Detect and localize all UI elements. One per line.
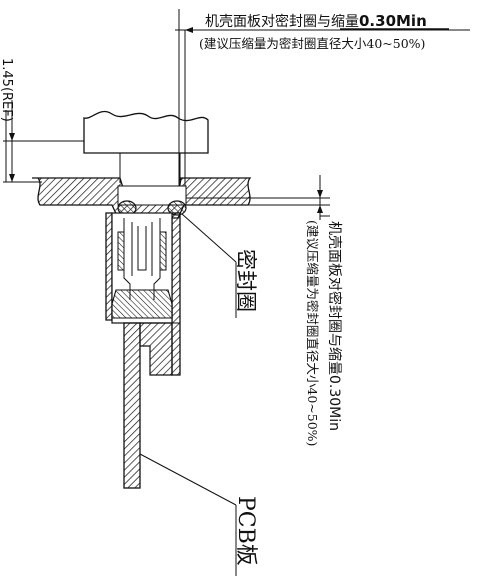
top-callout-lines	[175, 9, 470, 186]
top-note-line1: 机壳面板对密封圈与缩量0.30Min	[205, 12, 427, 30]
seal-ring	[117, 200, 187, 216]
pcb-label: PCB板	[233, 496, 258, 566]
housing-panel	[32, 177, 330, 219]
right-note-line1: 机壳面板对密封圈与缩量0.30Min	[326, 221, 343, 431]
ref-dimension-lines	[3, 100, 84, 183]
top-note-line2: (建议压缩量为密封圈直径大小40~50%)	[199, 36, 425, 51]
ref-dimension-label: 1.45(REF)	[0, 58, 14, 122]
right-note-line2: (建议压缩量为密封圈直径大小40~50%)	[305, 220, 320, 446]
button-cap	[83, 110, 209, 183]
label-leaders	[139, 213, 237, 576]
seal-label: 密封圈	[234, 249, 258, 312]
pcb-board	[123, 322, 141, 489]
switch-body	[105, 212, 181, 376]
right-callout-lines	[317, 175, 330, 220]
